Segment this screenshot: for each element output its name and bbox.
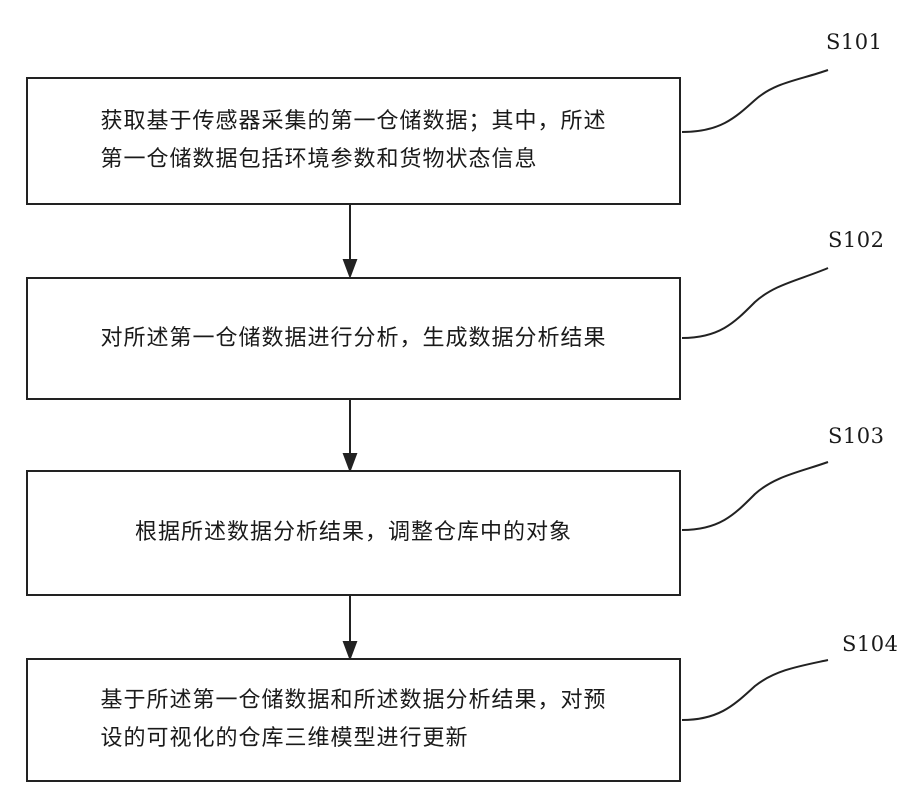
leader-s103 (682, 462, 828, 530)
step-box-s101: 获取基于传感器采集的第一仓储数据；其中，所述 第一仓储数据包括环境参数和货物状态… (26, 77, 681, 205)
step-text: 基于所述第一仓储数据和所述数据分析结果，对预 设的可视化的仓库三维模型进行更新 (100, 682, 606, 758)
arrowhead-s102 (344, 260, 356, 276)
step-label-s101: S101 (826, 30, 882, 54)
step-text: 获取基于传感器采集的第一仓储数据；其中，所述 第一仓储数据包括环境参数和货物状态… (100, 103, 606, 179)
leader-s102 (682, 268, 828, 338)
leader-s104 (682, 660, 828, 720)
step-box-s103: 根据所述数据分析结果，调整仓库中的对象 (26, 470, 681, 596)
arrowhead-s104 (344, 642, 356, 658)
step-box-s102: 对所述第一仓储数据进行分析，生成数据分析结果 (26, 277, 681, 400)
step-text: 根据所述数据分析结果，调整仓库中的对象 (135, 514, 572, 552)
step-label-s103: S103 (828, 424, 884, 448)
leader-s101 (682, 70, 828, 132)
step-label-s104: S104 (842, 632, 898, 656)
step-label-s102: S102 (828, 228, 884, 252)
arrowhead-s103 (344, 454, 356, 470)
step-box-s104: 基于所述第一仓储数据和所述数据分析结果，对预 设的可视化的仓库三维模型进行更新 (26, 658, 681, 782)
step-text: 对所述第一仓储数据进行分析，生成数据分析结果 (100, 320, 606, 358)
